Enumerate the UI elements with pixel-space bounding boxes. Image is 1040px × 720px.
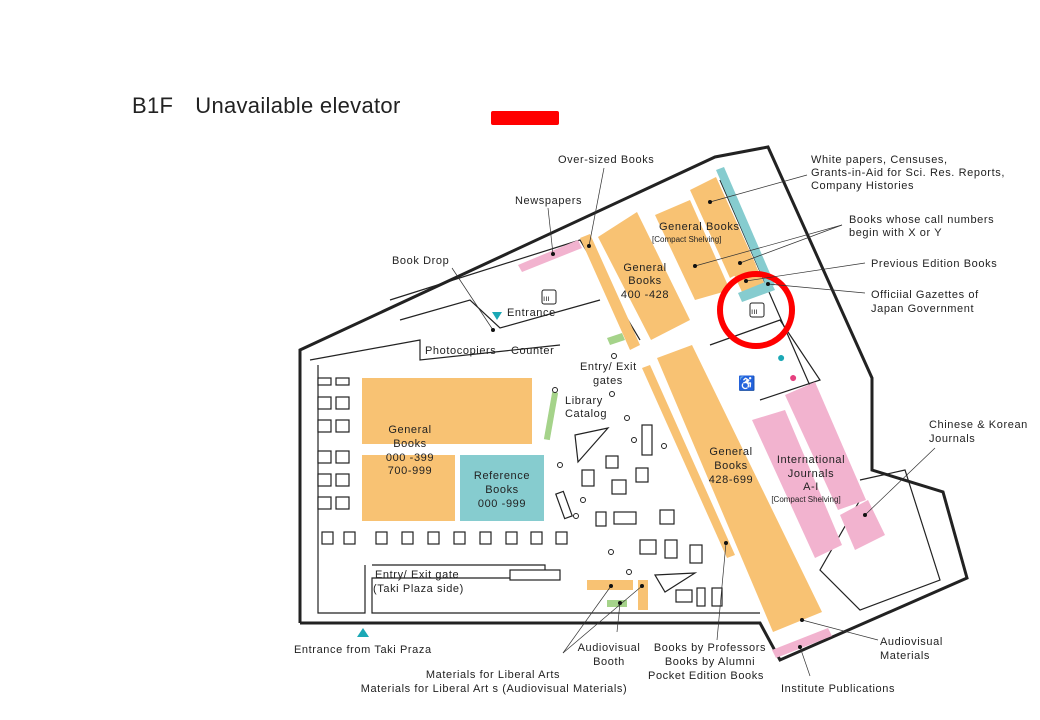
previous-edition-area xyxy=(738,280,775,302)
men-toilet-icon: ● xyxy=(777,349,786,365)
general-books-400-428-area xyxy=(598,212,690,340)
label-general-428: 428-699 xyxy=(709,474,754,486)
unavailable-elevator-legend-swatch xyxy=(491,111,559,125)
label-newspapers: Newspapers xyxy=(515,195,582,207)
label-general-000: General xyxy=(388,424,431,436)
label-av-booth: Audiovisual xyxy=(578,642,641,654)
label-liberal-arts: Materials for Liberal Arts xyxy=(426,669,560,681)
elevator-icon: ııı xyxy=(541,289,557,305)
label-general-000: Books xyxy=(393,438,427,450)
label-general-400: 400 -428 xyxy=(621,289,669,301)
label-counter: Counter xyxy=(511,345,554,357)
map-title: B1F Unavailable elevator xyxy=(132,93,423,119)
label-av-materials: Materials xyxy=(880,650,930,662)
label-institute-publications: Institute Publications xyxy=(781,683,895,695)
label-reference: Books xyxy=(485,484,519,496)
label-gazettes: Officiial Gazettes of xyxy=(871,289,979,301)
label-reference: 000 -999 xyxy=(478,498,526,510)
accessible-toilet-icon: ♿ xyxy=(738,375,756,392)
women-toilet-icon: ● xyxy=(789,369,798,385)
label-international: [Compact Shelving] xyxy=(771,495,840,504)
label-oversized-books: Over-sized Books xyxy=(558,154,654,166)
general-books-000-area xyxy=(362,378,532,444)
entrance-marker-icon xyxy=(492,312,502,320)
library-catalog-area xyxy=(543,391,559,441)
international-journals-area-2 xyxy=(785,382,866,510)
label-previous-edition: Previous Edition Books xyxy=(871,258,997,270)
inner-wall xyxy=(309,339,561,361)
label-white-papers: Company Histories xyxy=(811,180,914,192)
institute-publications-area xyxy=(772,628,832,658)
oversized-books-area xyxy=(580,234,640,350)
tables xyxy=(317,377,723,607)
international-journals-area xyxy=(752,410,842,558)
label-gazettes: Japan Government xyxy=(871,303,974,315)
label-general-428: Books xyxy=(714,460,748,472)
label-pocket-edition: Pocket Edition Books xyxy=(648,670,764,682)
label-general-400: Books xyxy=(628,275,662,287)
columns xyxy=(552,353,667,575)
label-entry-exit-gates: Entry/ Exit xyxy=(580,361,637,373)
professors-books-area xyxy=(642,365,735,558)
label-av-booth: Booth xyxy=(593,656,625,668)
label-photocopiers: Photocopiers xyxy=(425,345,496,357)
inner-wall xyxy=(371,564,760,614)
chinese-korean-journals-area xyxy=(840,500,885,550)
floor-label: B1F xyxy=(132,93,174,118)
label-entrance-taki: Entrance from Taki Praza xyxy=(294,644,432,656)
label-professors: Books by Professors xyxy=(654,642,766,654)
label-entry-exit-taki: (Taki Plaza side) xyxy=(373,583,464,595)
label-general-000: 000 -399 xyxy=(386,452,434,464)
label-general-428: General xyxy=(709,446,752,458)
unavailable-elevator-marker xyxy=(717,271,795,349)
legend-label: Unavailable elevator xyxy=(195,93,401,118)
label-general-compact: [Compact Shelving] xyxy=(652,235,721,244)
unavailable-elevator-icon: ııı xyxy=(749,302,765,318)
gazettes-area xyxy=(716,167,775,288)
newspapers-area xyxy=(518,240,582,272)
label-alumni: Books by Alumni xyxy=(665,656,755,668)
label-international: Journals xyxy=(788,468,834,480)
label-library-catalog: Catalog xyxy=(565,408,607,420)
reference-books-area xyxy=(460,455,544,521)
label-chinese-korean: Chinese & Korean xyxy=(929,419,1028,431)
label-xy-books: Books whose call numbers xyxy=(849,214,994,226)
av-booth-area xyxy=(607,600,627,607)
label-general-000: 700-999 xyxy=(388,465,433,477)
label-liberal-arts-av: Materials for Liberal Art s (Audiovisual… xyxy=(361,683,628,695)
label-entry-exit-taki: Entry/ Exit gate xyxy=(375,569,459,581)
liberal-arts-av-area xyxy=(638,580,648,610)
compact-shelving-area xyxy=(655,200,730,300)
label-xy-books: begin with X or Y xyxy=(849,227,942,239)
general-books-428-699-area xyxy=(657,345,822,632)
label-international: International xyxy=(777,454,845,466)
gate-area xyxy=(607,333,625,345)
inner-wall xyxy=(709,319,821,401)
svg-text:ııı: ııı xyxy=(751,307,758,316)
inner-wall xyxy=(399,299,601,329)
leader-lines xyxy=(451,167,936,677)
label-chinese-korean: Journals xyxy=(929,433,975,445)
label-entry-exit-gates: gates xyxy=(593,375,623,387)
label-book-drop: Book Drop xyxy=(392,255,449,267)
label-general-400: General xyxy=(623,262,666,274)
label-general-compact: General Books xyxy=(659,221,740,233)
outer-wall xyxy=(298,145,969,662)
label-white-papers: White papers, Censuses, xyxy=(811,154,948,166)
entrance-taki-marker-icon xyxy=(357,628,369,637)
svg-text:ııı: ııı xyxy=(543,294,550,303)
label-reference: Reference xyxy=(474,470,530,482)
inner-wall xyxy=(317,365,366,614)
label-international: A-I xyxy=(803,481,819,493)
label-white-papers: Grants-in-Aid for Sci. Res. Reports, xyxy=(811,167,1005,179)
label-library-catalog: Library xyxy=(565,395,603,407)
general-books-700-area xyxy=(362,455,455,521)
label-entrance: Entrance xyxy=(507,307,556,319)
label-av-materials: Audiovisual xyxy=(880,636,943,648)
